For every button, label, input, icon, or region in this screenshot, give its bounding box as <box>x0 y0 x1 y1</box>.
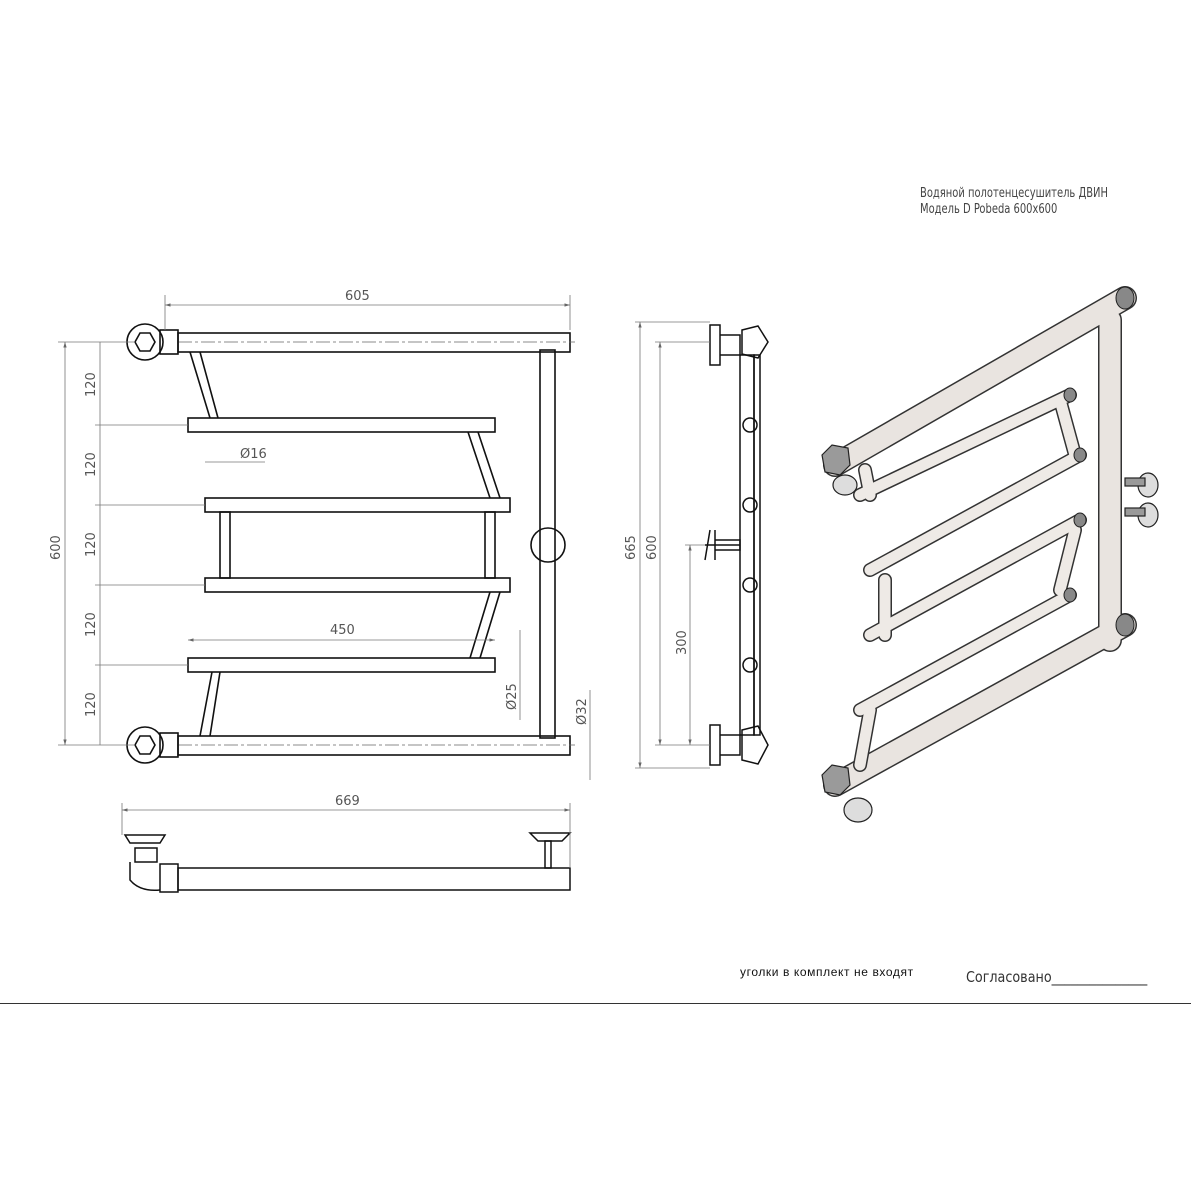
side-view <box>704 324 769 766</box>
front-dimension-labels: 605 600 120 120 120 120 120 Ø16 450 Ø25 … <box>49 289 590 725</box>
dim-bar-length: 450 <box>330 623 355 638</box>
dim-side-axis: 600 <box>645 535 660 560</box>
dim-side-mount: 300 <box>675 630 690 655</box>
dim-spacing: 120 <box>84 612 99 637</box>
dim-width: 605 <box>345 289 370 304</box>
dim-side-total: 665 <box>624 535 639 560</box>
separator-line <box>0 1003 1191 1004</box>
front-dimensions <box>58 295 591 780</box>
title-line-2: Модель D Pobeda 600x600 <box>920 202 1058 217</box>
dim-side-diameter: Ø25 <box>505 683 520 710</box>
dim-rail-diameter: Ø32 <box>575 698 590 725</box>
side-dimensions <box>635 321 710 769</box>
drawing-title: Водяной полотенцесушитель ДВИН Модель D … <box>920 186 1108 218</box>
dim-height: 600 <box>49 535 64 560</box>
dim-bar-diameter: Ø16 <box>240 447 267 462</box>
dim-spacing: 120 <box>84 452 99 477</box>
isometric-view <box>821 286 1159 823</box>
bottom-view <box>123 832 572 893</box>
accessories-note: уголки в комплект не входят <box>740 965 914 979</box>
approval-line: Согласовано_______________ <box>966 968 1148 986</box>
dim-bottom-total: 669 <box>335 794 360 809</box>
dim-spacing: 120 <box>84 692 99 717</box>
bottom-dimensions <box>121 803 571 868</box>
dim-spacing: 120 <box>84 372 99 397</box>
title-line-1: Водяной полотенцесушитель ДВИН <box>920 186 1108 201</box>
dim-spacing: 120 <box>84 532 99 557</box>
